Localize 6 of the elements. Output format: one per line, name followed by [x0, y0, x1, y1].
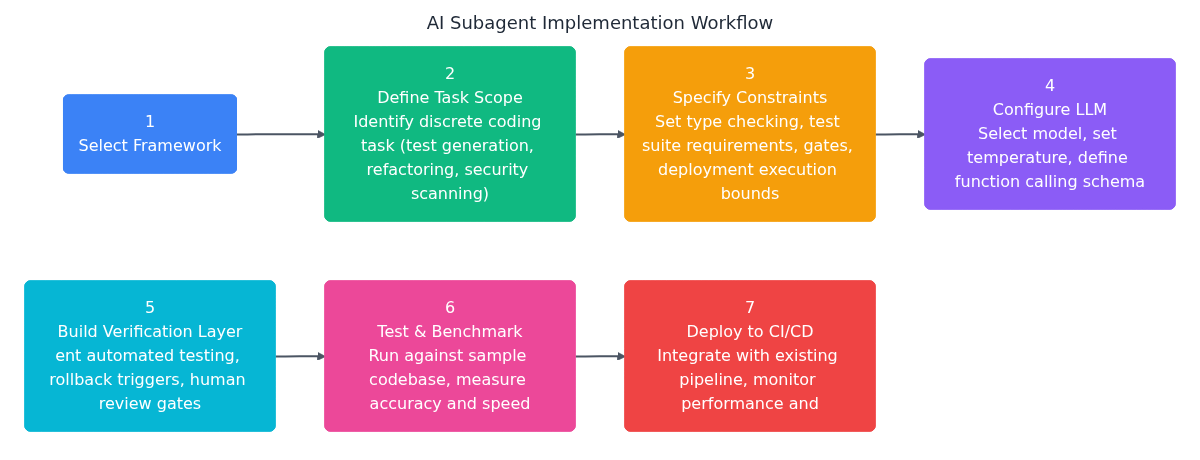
arrow: [574, 351, 626, 361]
arrow: [574, 129, 626, 139]
arrow: [236, 129, 326, 139]
diagram-title: AI Subagent Implementation Workflow: [425, 12, 775, 33]
arrow: [874, 129, 926, 139]
arrow: [274, 351, 326, 361]
